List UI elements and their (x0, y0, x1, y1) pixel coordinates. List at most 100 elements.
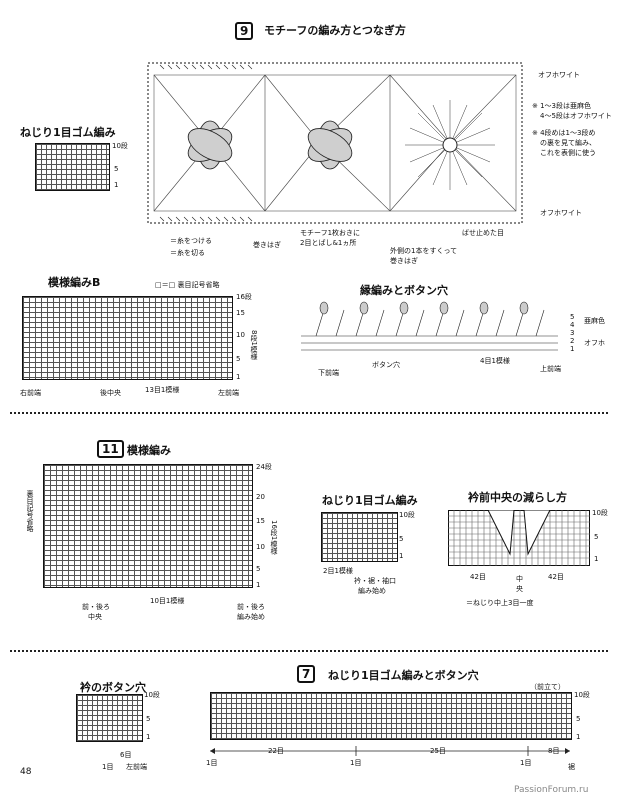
section11-row-1: 1 (256, 581, 261, 589)
rib-row-low: 1 (114, 181, 119, 189)
section11-row-15: 15 (256, 517, 265, 525)
collar-legend: ＝ねじり中上3目一度 (466, 599, 534, 607)
note-2c: これを表側に使う (540, 149, 596, 157)
section11-label-right1: 前・後ろ (237, 603, 265, 611)
edging-label-repeat: 4目1模様 (480, 357, 510, 365)
section11-rib-label-start: 編み始め (358, 587, 386, 595)
collar-chart (448, 510, 590, 566)
label-outer2: 巻きはぎ (390, 257, 418, 265)
section11-row-5: 5 (256, 565, 261, 573)
section11-rib-row-1: 1 (399, 552, 404, 560)
legend-attach: ＝糸をつける (170, 237, 212, 245)
divider-2 (10, 650, 608, 652)
motif-chart (147, 62, 523, 224)
section7-label-hem: 裾 (568, 763, 575, 771)
collar-label-center1: 中 (516, 575, 523, 583)
label-motif-note2: 2目とばし&1ヵ所 (300, 239, 357, 247)
edging-label-hem: 下前端 (318, 369, 339, 377)
section7-chart (210, 692, 572, 740)
patternB-chart (22, 296, 233, 380)
collar-row-1: 1 (594, 555, 599, 563)
watermark: PassionForum.ru (514, 785, 589, 795)
section11-legend: 裏目記号省略 (26, 490, 34, 532)
label-motif-note1: モチーフ1枚おきに (300, 229, 361, 237)
note-2b: の裏を見て編み、 (540, 139, 596, 147)
label-makihagi: 巻きはぎ (253, 241, 281, 249)
collar-label-center2: 央 (516, 585, 523, 593)
rib-row-mid: 5 (114, 165, 119, 173)
section7-count-1b: 1目 (520, 759, 532, 767)
section11-label-repeat: 10目1模様 (150, 597, 185, 605)
section11-badge: 11 (97, 440, 124, 458)
edging-row-1: 1 (570, 345, 575, 353)
section7-count-1a: 1目 (350, 759, 362, 767)
page-number: 48 (20, 767, 32, 777)
collar-buttonhole-one: 1目 (102, 763, 114, 771)
note-2a: ※ 4段めは1〜3段め (532, 129, 596, 137)
patternB-label-repeat: 13目1模様 (145, 386, 180, 394)
section11-rib-label-repeat: 2目1模様 (323, 567, 353, 575)
patternB-row-10: 10 (236, 331, 245, 339)
edging-chart (301, 301, 558, 351)
patternB-row-1: 1 (236, 373, 241, 381)
note-1a: ※ 1〜3段は亜麻色 (532, 102, 591, 110)
section7-subtitle: （前立て） (530, 683, 565, 691)
label-bosome: ばせ止めた目 (462, 229, 504, 237)
edging-label-buttonhole: ボタン穴 (372, 361, 400, 369)
patternB-row-5: 5 (236, 355, 241, 363)
section11-rib-row-top: 10段 (399, 511, 415, 519)
section9-badge: 9 (235, 22, 254, 40)
patternB-title: 模様編みB (48, 276, 101, 289)
edging-label-top: 上前端 (540, 365, 561, 373)
section11-rib-label-parts: 衿・裾・袖口 (354, 577, 396, 585)
collar-label-right: 42目 (548, 573, 564, 581)
collar-title: 衿前中央の減らし方 (468, 491, 567, 504)
collar-buttonhole-chart (76, 694, 143, 742)
collar-buttonhole-title: 衿のボタン穴 (80, 681, 146, 694)
collar-buttonhole-row-1: 1 (146, 733, 151, 741)
collar-label-left: 42目 (470, 573, 486, 581)
section7-label-end: 1目 (206, 759, 218, 767)
patternB-label-left: 左前端 (218, 389, 239, 397)
section11-row-20: 20 (256, 493, 265, 501)
patternB-label-right: 右前端 (20, 389, 41, 397)
section7-badge: 7 (297, 665, 316, 683)
patternB-label-center: 後中央 (100, 389, 121, 397)
section11-row-top: 24段 (256, 463, 272, 471)
patternB-row-top: 16段 (236, 293, 252, 301)
section7-dimension-line (210, 746, 570, 756)
yarn-label-top: オフホワイト (538, 71, 580, 79)
edging-title: 縁編みとボタン穴 (360, 284, 448, 297)
note-1b: 4〜5段はオフホワイト (540, 112, 612, 120)
section7-count-22: 22目 (268, 747, 284, 755)
section11-label-center1: 前・後ろ (82, 603, 110, 611)
section11-chart (43, 464, 253, 588)
collar-buttonhole-row-5: 5 (146, 715, 151, 723)
patternB-row-15: 15 (236, 309, 245, 317)
collar-row-top: 10段 (592, 509, 608, 517)
edging-yarn1: 亜麻色 (584, 317, 605, 325)
collar-buttonhole-edge: 左前端 (126, 763, 147, 771)
patternB-legend: □＝□ 裏目記号省略 (155, 281, 220, 289)
rib-title: ねじり1目ゴム編み (20, 126, 116, 139)
divider-1 (10, 412, 608, 414)
collar-buttonhole-row-top: 10段 (144, 691, 160, 699)
section11-label-right2: 編み始め (237, 613, 265, 621)
section11-label-center2: 中央 (88, 613, 102, 621)
edging-row-4: 4 (570, 321, 575, 329)
section7-row-5: 5 (576, 715, 581, 723)
section7-count-8: 8目 (548, 747, 560, 755)
edging-row-5: 5 (570, 313, 575, 321)
section9-title: モチーフの編み方とつなぎ方 (264, 24, 406, 37)
collar-row-5: 5 (594, 533, 599, 541)
section7-row-1: 1 (576, 733, 581, 741)
collar-buttonhole-count: 6目 (120, 751, 132, 759)
legend-cut: ＝糸を切る (170, 249, 205, 257)
patternB-repeat: 8段1模様 (250, 330, 258, 360)
edging-yarn2: オフホ (584, 339, 605, 347)
edging-row-2: 2 (570, 337, 575, 345)
section11-rib-title: ねじり1目ゴム編み (322, 494, 418, 507)
section11-title: 模様編み (127, 444, 171, 457)
yarn-label-bottom: オフホワイト (540, 209, 582, 217)
section7-count-25: 25目 (430, 747, 446, 755)
